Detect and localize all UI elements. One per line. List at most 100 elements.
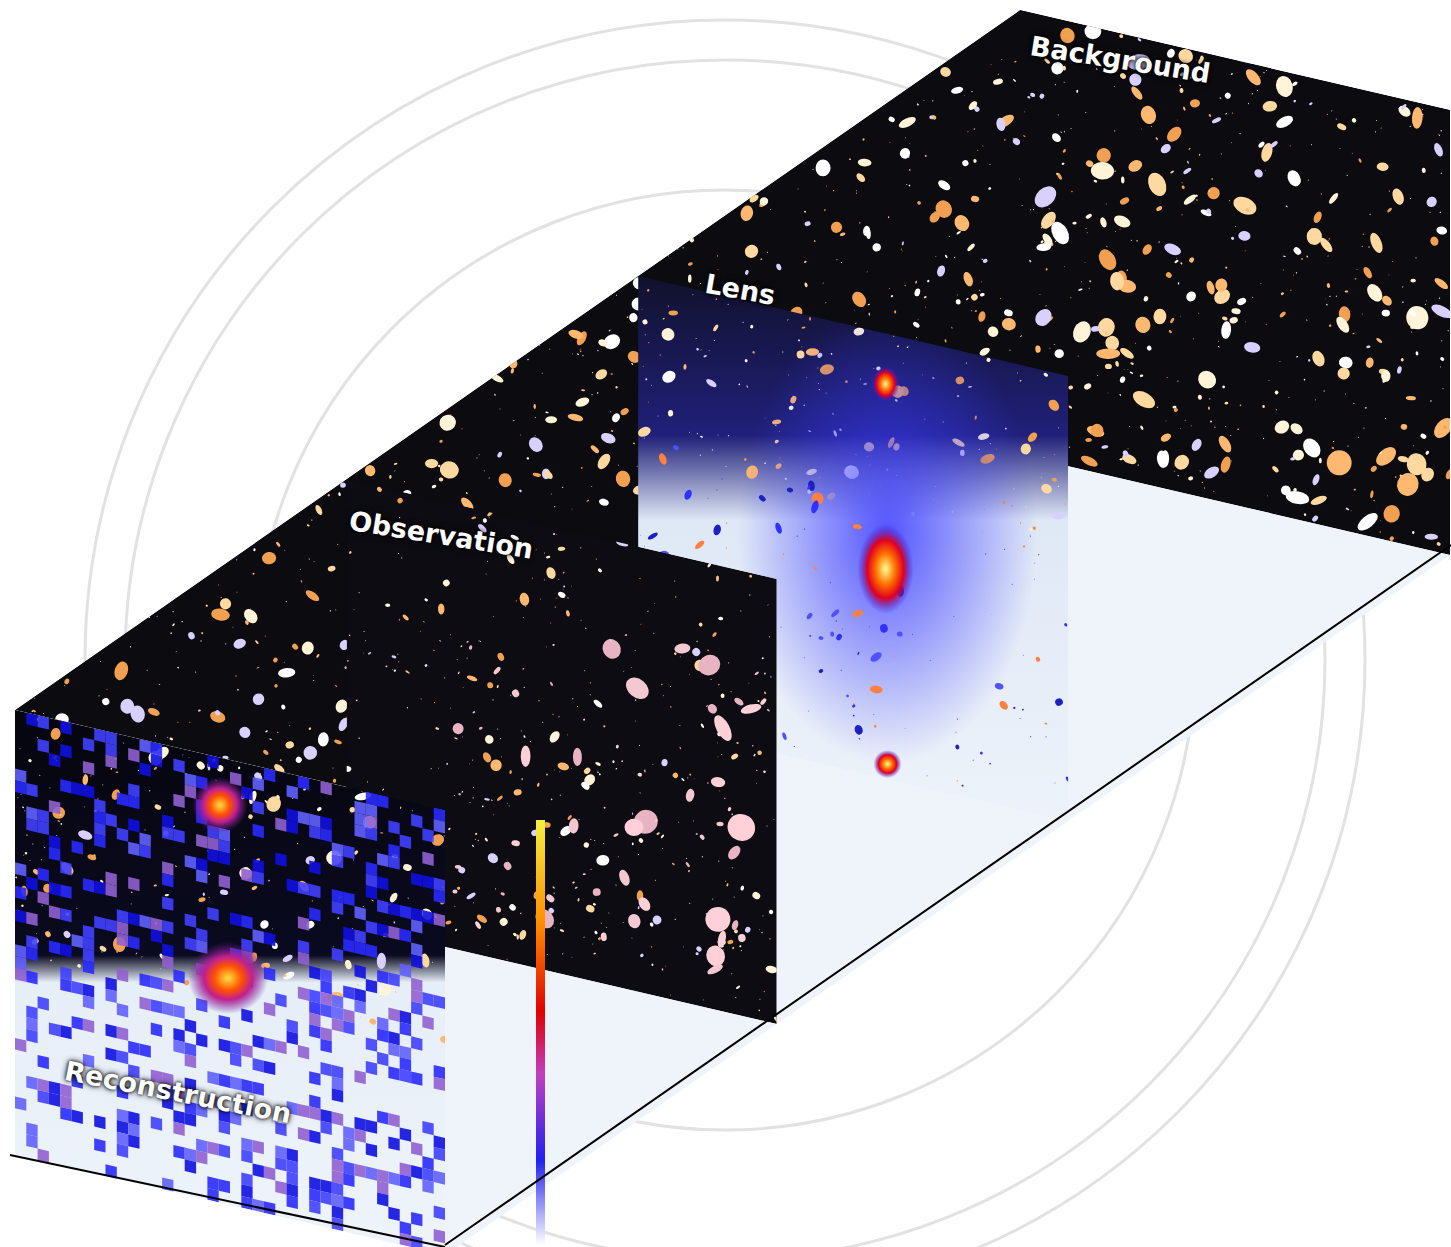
illustration-part <box>1072 221 1077 224</box>
illustration-part <box>1182 193 1197 207</box>
illustration-part <box>726 522 728 524</box>
illustration-part <box>681 778 685 782</box>
illustration-part <box>64 685 66 687</box>
illustration-part <box>859 222 860 223</box>
illustration-part <box>1188 147 1191 150</box>
illustration-part <box>695 952 698 955</box>
illustration-part <box>1195 194 1198 197</box>
illustration-part <box>1243 67 1263 88</box>
illustration-part <box>879 623 889 633</box>
illustration-part <box>1119 228 1120 229</box>
illustration-part <box>291 643 299 651</box>
illustration-part <box>981 281 983 282</box>
illustration-part <box>545 566 557 580</box>
illustration-part <box>761 932 763 933</box>
illustration-part <box>1354 489 1356 491</box>
illustration-part <box>98 695 100 697</box>
illustration-part <box>717 756 719 757</box>
illustration-part <box>493 616 494 617</box>
illustration-part <box>1052 511 1066 521</box>
illustration-part <box>590 682 592 684</box>
illustration-part <box>367 781 368 782</box>
illustration-part <box>1326 283 1330 289</box>
illustration-part <box>1064 266 1065 267</box>
illustration-part <box>712 898 713 899</box>
illustration-part <box>368 652 372 655</box>
illustration-part <box>438 460 460 481</box>
illustration-part <box>774 522 783 535</box>
illustration-part <box>1029 259 1032 262</box>
illustration-part <box>647 610 649 612</box>
illustration-part <box>1093 179 1098 183</box>
illustration-part <box>700 723 705 729</box>
illustration-part <box>1301 258 1303 260</box>
illustration-part <box>631 666 632 668</box>
illustration-part <box>1023 654 1025 655</box>
illustration-part <box>1290 289 1292 291</box>
illustration-part <box>651 963 653 966</box>
illustration-part <box>187 631 196 641</box>
illustration-part <box>807 480 815 492</box>
illustration-part <box>1023 135 1026 137</box>
illustration-part <box>649 922 654 927</box>
illustration-part <box>1239 133 1241 135</box>
illustration-part <box>1385 418 1387 420</box>
illustration-part <box>1001 317 1017 332</box>
illustration-part <box>340 483 346 488</box>
illustration-part <box>854 309 855 311</box>
illustration-part <box>780 626 782 628</box>
illustration-part <box>265 635 266 636</box>
illustration-part <box>907 156 909 158</box>
illustration-part <box>1382 504 1401 525</box>
illustration-part <box>1425 303 1427 305</box>
illustration-part <box>1004 139 1006 140</box>
illustration-part <box>1397 455 1409 463</box>
illustration-part <box>793 746 795 747</box>
illustration-part <box>748 193 760 204</box>
illustration-part <box>280 766 282 767</box>
illustration-part <box>1129 426 1131 427</box>
illustration-part <box>1084 262 1086 263</box>
illustration-part <box>1368 231 1386 255</box>
illustration-part <box>558 579 559 581</box>
illustration-part <box>1048 208 1050 210</box>
illustration-part <box>608 912 609 913</box>
illustration-part <box>221 597 222 598</box>
illustration-part <box>956 230 961 235</box>
illustration-part <box>597 338 608 348</box>
illustration-part <box>719 790 721 791</box>
illustration-part <box>1362 266 1374 280</box>
illustration-part <box>201 632 204 635</box>
illustration-part <box>1206 208 1213 215</box>
illustration-part <box>709 350 710 351</box>
illustration-part <box>787 319 789 321</box>
illustration-part <box>1224 92 1232 100</box>
illustration-part <box>580 350 581 352</box>
illustration-part <box>235 675 236 677</box>
illustration-part <box>508 903 517 912</box>
illustration-part <box>846 694 850 698</box>
illustration-part <box>385 603 390 607</box>
illustration-part <box>1159 142 1173 155</box>
illustration-part <box>712 631 718 637</box>
illustration-part <box>1381 376 1388 384</box>
illustration-part <box>739 204 754 222</box>
illustration-part <box>450 707 451 709</box>
illustration-part <box>591 486 592 488</box>
illustration-part <box>1331 110 1332 111</box>
illustration-part <box>1058 427 1059 429</box>
illustration-part <box>813 566 818 570</box>
illustration-part <box>598 498 610 507</box>
illustration-part <box>668 305 669 306</box>
illustration-part <box>823 282 824 283</box>
illustration-part <box>332 778 336 783</box>
illustration-part <box>1022 709 1024 711</box>
illustration-part <box>1106 246 1108 248</box>
illustration-part <box>439 440 443 443</box>
illustration-part <box>32 709 36 713</box>
illustration-part <box>1311 144 1312 146</box>
illustration-part <box>1326 303 1328 305</box>
illustration-part <box>480 641 481 642</box>
illustration-part <box>989 163 991 165</box>
illustration-part <box>148 616 150 618</box>
